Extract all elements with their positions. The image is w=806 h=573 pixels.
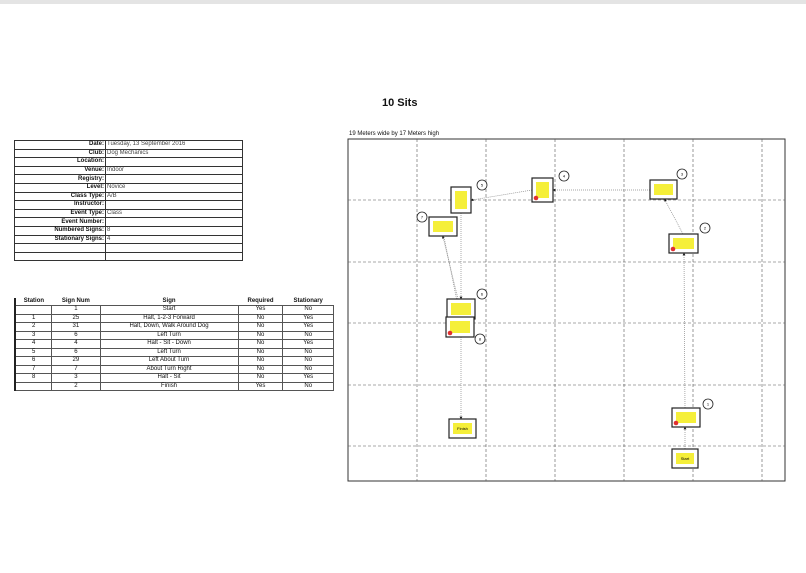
station-number-badge <box>702 398 714 410</box>
table-cell: No <box>282 381 334 391</box>
course-path-arrow <box>664 198 684 235</box>
station-number-badge <box>699 222 711 234</box>
column-header: Stationary <box>293 298 323 304</box>
sign-symbol <box>673 238 694 249</box>
station-number: 6 <box>481 292 484 297</box>
course-path-arrow <box>443 236 462 318</box>
course-border <box>347 138 786 482</box>
station-sign[interactable]: 3 <box>649 168 688 200</box>
station-sign[interactable]: 4 <box>531 170 570 203</box>
station-number-badge <box>558 170 570 182</box>
station-number-badge <box>476 288 488 300</box>
course-path-arrow <box>441 235 459 300</box>
station-sign[interactable]: 2 <box>668 222 711 254</box>
page-edge <box>0 0 806 4</box>
table-cell: Finish <box>99 381 239 391</box>
table-cell: 2 <box>51 381 101 391</box>
sign-symbol <box>433 221 453 232</box>
stationary-dot-icon <box>673 420 679 426</box>
sign-symbol <box>451 303 471 315</box>
station-number-badge <box>476 179 488 191</box>
column-header: Sign <box>162 298 176 304</box>
station-sign[interactable]: 6 <box>446 288 488 320</box>
start-sign[interactable]: Start <box>671 448 699 469</box>
info-value <box>105 251 243 262</box>
sign-symbol <box>654 184 673 195</box>
station-number-badge <box>676 168 688 180</box>
station-number: 3 <box>681 172 684 177</box>
station-number: 1 <box>707 402 710 407</box>
sign-label: Start <box>681 456 690 461</box>
course-path-arrow <box>682 252 686 409</box>
sign-symbol <box>450 321 470 333</box>
station-number-badge <box>416 211 428 223</box>
station-number: 4 <box>563 174 566 179</box>
info-row <box>14 251 243 262</box>
sign-symbol <box>453 423 472 434</box>
station-sign[interactable]: 5 <box>450 179 488 214</box>
station-sign[interactable]: 7 <box>416 211 458 237</box>
station-number: 2 <box>704 226 707 231</box>
stationary-dot-icon <box>533 195 539 201</box>
station-number: 5 <box>481 183 484 188</box>
column-header: Required <box>247 298 274 304</box>
station-sign[interactable]: 1 <box>671 398 714 428</box>
station-sign[interactable]: 8 <box>445 316 486 345</box>
column-header: Station <box>23 298 45 304</box>
column-header: Sign Num <box>61 298 90 304</box>
course-title: 10 Sits <box>382 97 418 109</box>
course-dimensions: 19 Meters wide by 17 Meters high <box>349 131 440 137</box>
station-number: 7 <box>421 215 424 220</box>
finish-sign[interactable]: Finish <box>448 418 477 439</box>
sign-label: Finish <box>457 426 468 431</box>
station-number: 8 <box>479 337 482 342</box>
sign-symbol <box>455 191 467 209</box>
sign-symbol <box>676 453 694 464</box>
stationary-dot-icon <box>670 246 676 252</box>
station-number-badge <box>474 333 486 345</box>
course-path-arrow <box>470 189 533 202</box>
sign-symbol <box>676 412 696 423</box>
stationary-dot-icon <box>447 330 453 336</box>
sign-symbol <box>536 182 549 198</box>
table-cell: Yes <box>237 381 284 391</box>
